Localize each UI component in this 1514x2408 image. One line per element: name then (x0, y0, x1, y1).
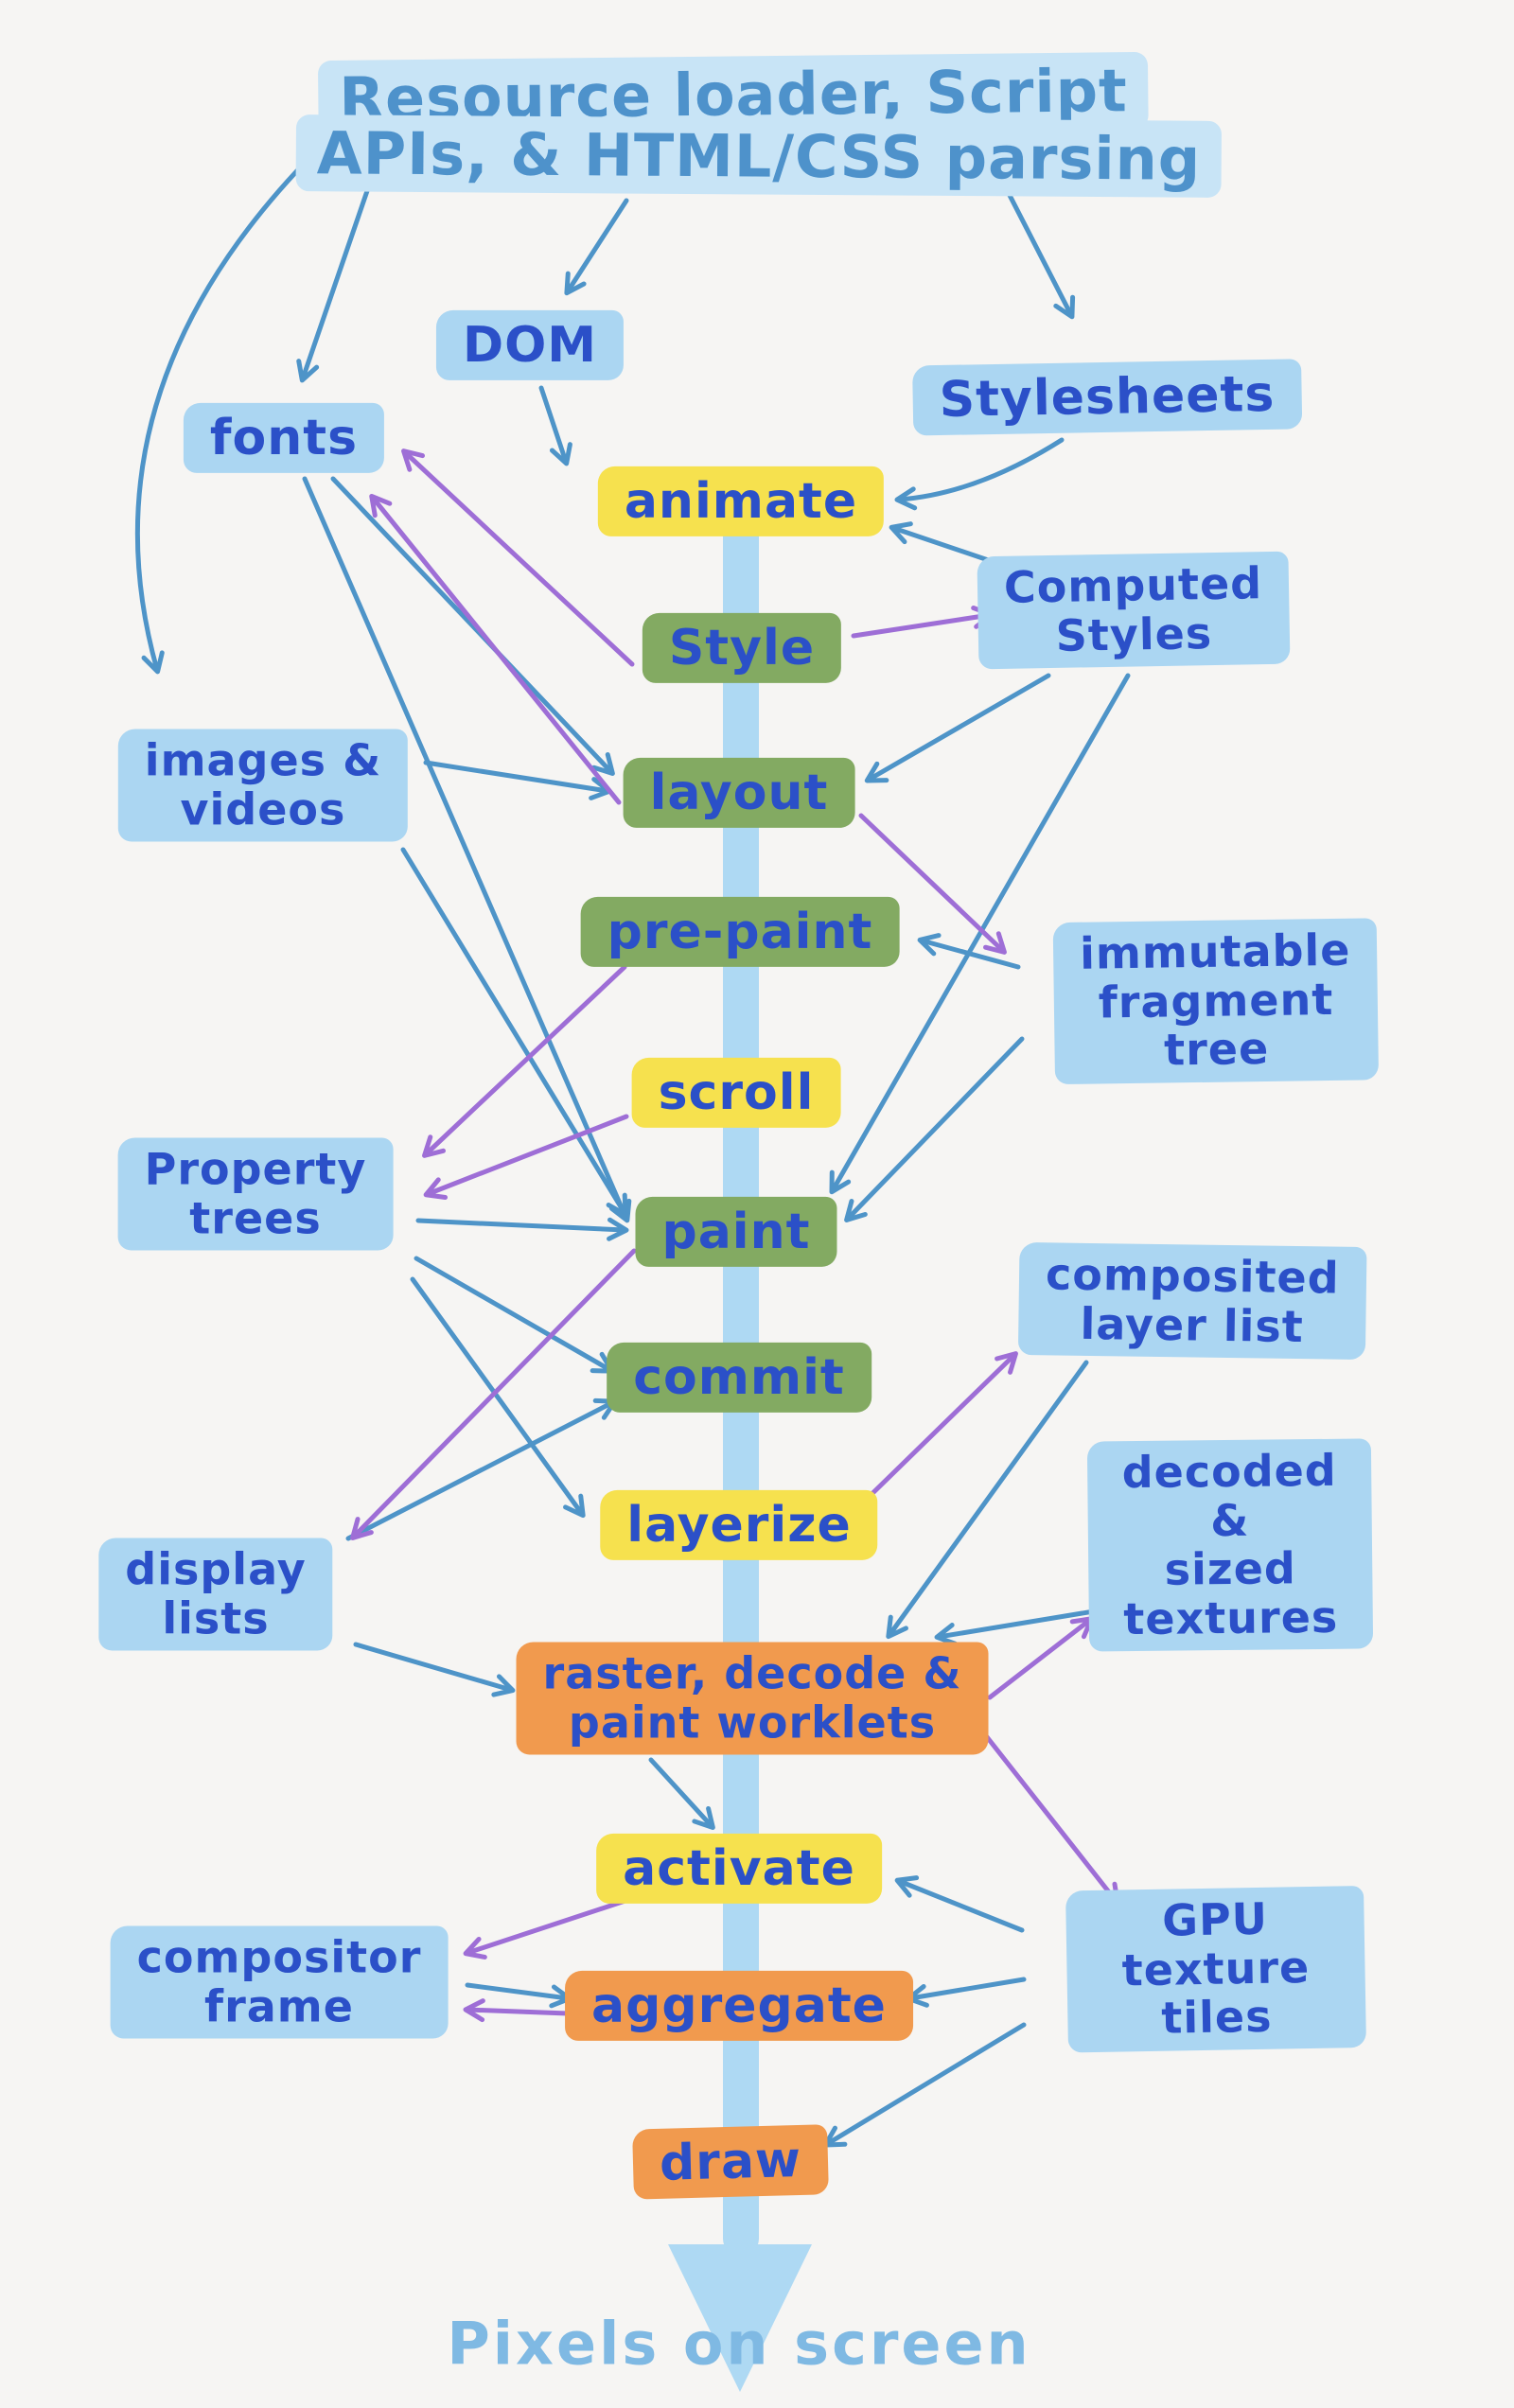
node-property-trees: Property trees (117, 1137, 394, 1251)
edge-dom-animate (538, 385, 572, 466)
edge-raster-gpu_tiles (981, 1731, 1120, 1907)
edge-loader-dom (564, 198, 629, 296)
edge-loader-images_videos (134, 160, 308, 675)
edge-property_trees-paint (415, 1217, 629, 1241)
edge-fragment_tree-paint (844, 1036, 1025, 1222)
edge-display_lists-commit (345, 1397, 618, 1541)
edge-aggregate-compositor_frame (463, 1998, 571, 2023)
edge-display_lists-raster (353, 1642, 516, 1697)
node-paint: paint (635, 1196, 837, 1268)
node-layout: layout (623, 757, 855, 829)
node-pre-paint: pre-paint (580, 896, 900, 968)
edge-composited_layer_list-raster (886, 1360, 1089, 1640)
node-display-lists: display lists (98, 1538, 333, 1651)
edge-loader-fonts (296, 183, 372, 383)
edge-gpu_tiles-draw (822, 2022, 1027, 2148)
edge-paint-display_lists (350, 1248, 637, 1540)
edge-style-fonts (401, 448, 635, 667)
node-activate: activate (596, 1833, 882, 1905)
edge-raster-decoded_textures (987, 1616, 1095, 1700)
edge-pre_paint-property_trees (422, 964, 627, 1158)
node-images-videos: images & videos (117, 729, 409, 842)
node-computed-styles: Computed Styles (977, 551, 1291, 670)
node-style: Style (642, 612, 842, 684)
node-decoded-textures: decoded & sized textures (1086, 1438, 1374, 1652)
edge-fonts-paint (302, 476, 632, 1223)
edge-property_trees-layerize (410, 1276, 586, 1519)
edge-layout-fragment_tree (858, 813, 1007, 955)
edge-images_videos-layout (423, 760, 612, 800)
edge-compositor_frame-aggregate (465, 1982, 572, 2009)
edge-computed_styles-layout (864, 673, 1051, 783)
node-gpu-tiles: GPU texture tiles (1065, 1885, 1366, 2053)
node-raster: raster, decode & paint worklets (516, 1642, 989, 1755)
edge-stylesheets-animate (894, 437, 1065, 511)
node-fonts: fonts (183, 402, 385, 474)
edge-scroll-property_trees (423, 1114, 629, 1200)
diagram-title-line2: APIs, & HTML/CSS parsing (295, 114, 1223, 198)
node-layerize: layerize (600, 1489, 878, 1561)
pixels-on-screen-label: Pixels on screen (447, 2309, 1031, 2379)
edge-raster-activate (648, 1757, 715, 1830)
edge-gpu_tiles-activate (894, 1875, 1025, 1933)
node-dom: DOM (435, 309, 625, 381)
edge-layout-fonts (369, 493, 622, 805)
edge-images_videos-paint (400, 847, 628, 1218)
edge-property_trees-commit (414, 1256, 615, 1374)
edge-computed_styles-paint (829, 673, 1131, 1195)
node-scroll: scroll (631, 1057, 841, 1129)
node-draw: draw (632, 2124, 829, 2200)
edge-fragment_tree-pre_paint (917, 933, 1021, 970)
edge-fonts-layout (330, 476, 615, 776)
node-animate: animate (597, 466, 885, 537)
edge-loader-stylesheets (995, 170, 1076, 320)
pipeline-spine-arrowhead (668, 2244, 812, 2392)
edge-gpu_tiles-aggregate (906, 1977, 1027, 2008)
node-stylesheets: Stylesheets (912, 359, 1302, 436)
node-compositor-frame: compositor frame (110, 1925, 449, 2039)
edge-group (134, 160, 1131, 2148)
edge-style-computed_styles (851, 606, 995, 639)
edge-layerize-composited_layer_list (856, 1351, 1018, 1509)
node-composited-layer-list: composited layer list (1017, 1241, 1367, 1361)
node-aggregate: aggregate (565, 1970, 913, 2042)
edge-decoded_textures-raster (934, 1608, 1102, 1646)
node-commit: commit (607, 1342, 871, 1414)
node-fragment-tree: immutable fragment tree (1052, 918, 1380, 1084)
